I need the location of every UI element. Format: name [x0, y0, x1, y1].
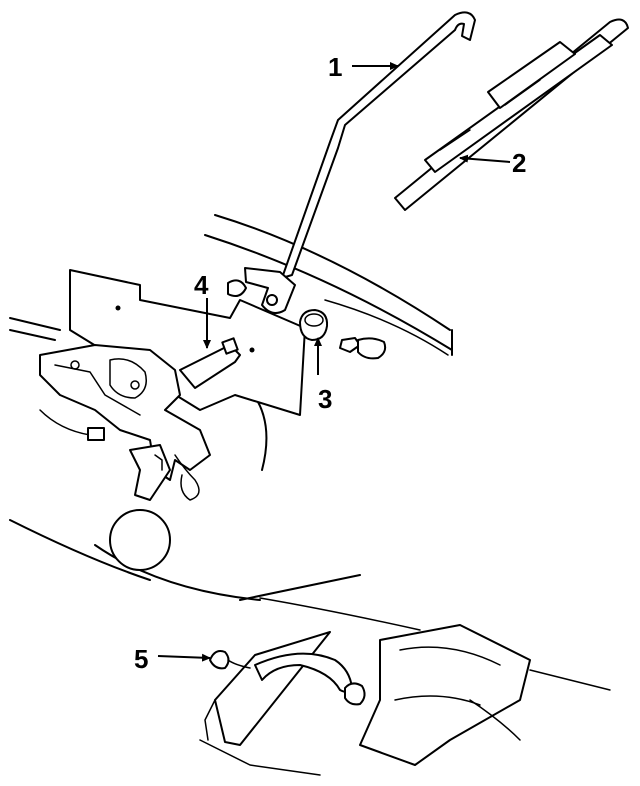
leader-2 — [459, 154, 511, 163]
wiper-arm — [227, 11, 476, 315]
callout-leaders — [157, 62, 511, 662]
callout-3: 3 — [318, 384, 332, 414]
liftgate-body-lines — [9, 214, 453, 631]
leader-5 — [157, 653, 211, 662]
wiper-motor — [39, 337, 241, 571]
callout-5: 5 — [134, 644, 148, 674]
callout-1: 1 — [328, 52, 342, 82]
wiring-harness-and-floor — [199, 624, 611, 776]
wiper-blade — [394, 18, 629, 211]
callout-2: 2 — [512, 148, 526, 178]
callout-4: 4 — [194, 270, 209, 300]
grommet-and-fasteners — [299, 309, 387, 360]
